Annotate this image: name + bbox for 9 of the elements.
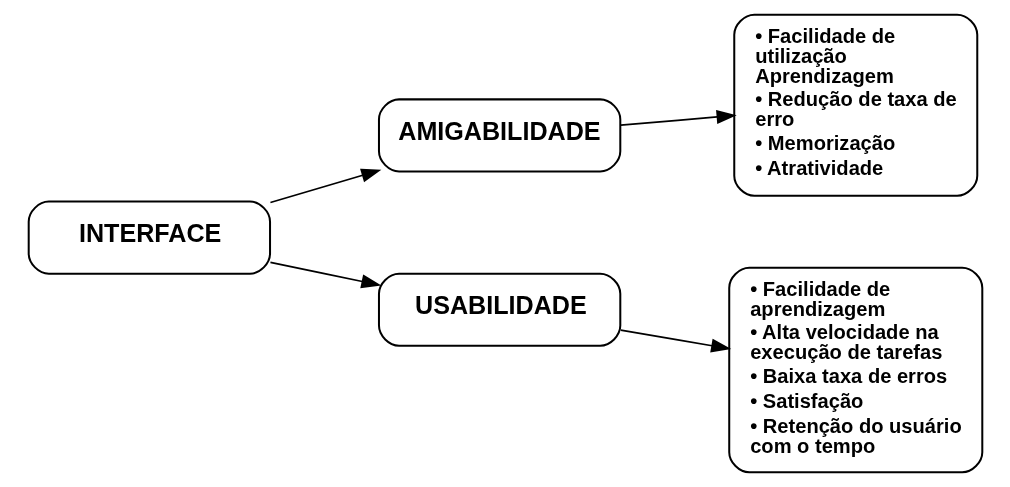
node-box: • Facilidade de aprendizagem • Alta velocidade na execução de tarefas • Baixa taxa de erros • Satisfação • Retenção do usuário com o tempo — [727, 266, 983, 474]
node-box: USABILIDADE — [377, 272, 621, 347]
node-box: INTERFACE — [27, 200, 271, 275]
arrow — [269, 168, 381, 204]
node-box: • Facilidade de utilização Aprendizagem • Redução de taxa de erro • Memorização • Atratividade — [732, 13, 978, 197]
arrow — [619, 329, 731, 353]
arrow — [269, 261, 381, 289]
arrow — [619, 109, 737, 127]
node-box: AMIGABILIDADE — [377, 98, 621, 173]
